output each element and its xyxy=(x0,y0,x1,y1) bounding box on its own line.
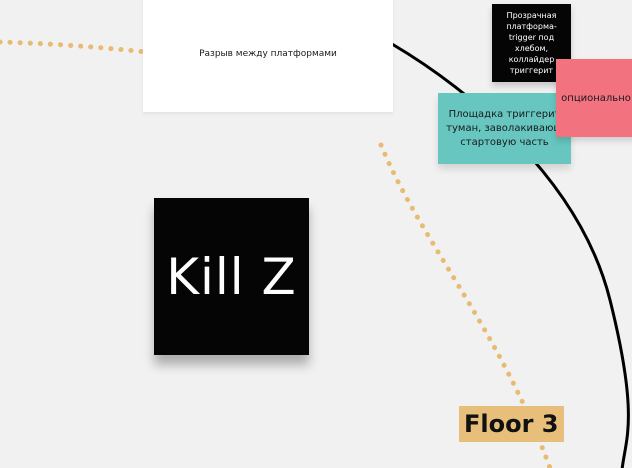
floor-label-text: Floor 3 xyxy=(464,410,559,438)
sticky-note-transparent-platform[interactable]: Прозрачная платформа-trigger под хлебом,… xyxy=(492,4,571,82)
sticky-note-text: Kill Z xyxy=(166,247,297,306)
sticky-note-text: Площадка триггерит туман, заволакивающ с… xyxy=(446,108,563,148)
sticky-note-platform-gap[interactable]: Разрыв между платформами xyxy=(143,0,393,112)
sticky-note-text: Прозрачная платформа-trigger под хлебом,… xyxy=(506,11,557,75)
floor-label[interactable]: Floor 3 xyxy=(459,406,564,442)
dotted-path-center[interactable] xyxy=(378,142,553,468)
sticky-note-optional[interactable]: опционально xyxy=(556,59,632,137)
sticky-note-text: опционально xyxy=(561,92,631,104)
dotted-path-top[interactable] xyxy=(0,39,149,55)
sticky-note-kill-z[interactable]: Kill Z xyxy=(154,198,309,355)
boundary-curve[interactable] xyxy=(391,42,630,468)
sticky-note-text: Разрыв между платформами xyxy=(199,49,337,59)
sticky-note-trigger-area[interactable]: Площадка триггерит туман, заволакивающ с… xyxy=(438,93,571,164)
